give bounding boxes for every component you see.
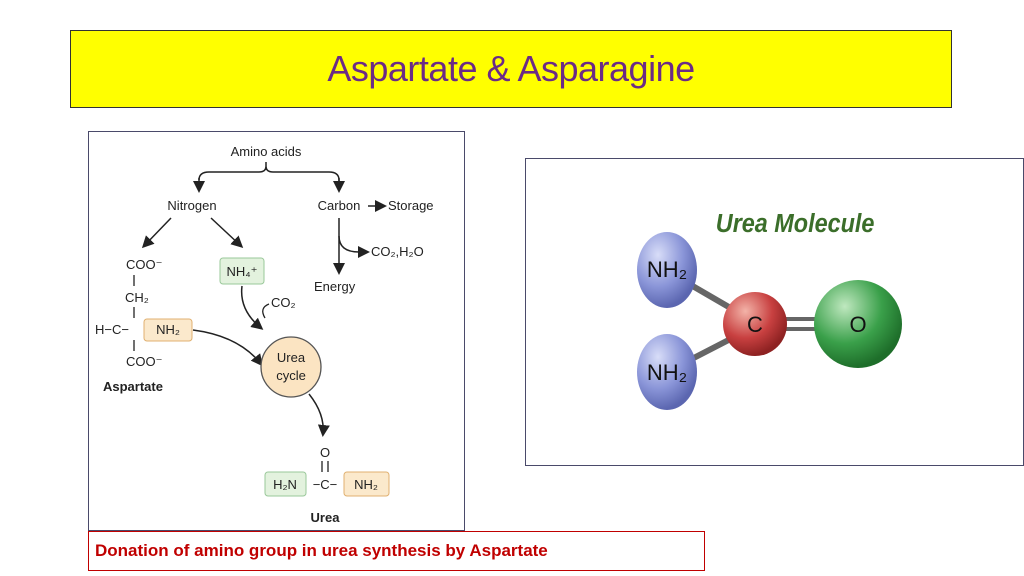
storage-label: Storage <box>388 198 434 213</box>
urea-label: Urea <box>311 510 341 525</box>
urea-molecule-diagram: Urea Molecule NH₂ NH₂ C O <box>637 210 902 410</box>
urea-o: O <box>320 445 330 460</box>
caption-box: Donation of amino group in urea synthesi… <box>88 531 705 571</box>
arrow-cycle-to-urea <box>308 393 330 437</box>
co2-h2o-label: CO₂,H₂O <box>371 244 424 259</box>
carbon-label: C <box>747 312 763 337</box>
arrow-to-aspartate <box>141 217 172 249</box>
arrow-ammonium-to-cycle <box>240 285 264 330</box>
aspartate-label: Aspartate <box>103 379 163 394</box>
split-brace <box>198 162 340 188</box>
oxygen-label: O <box>849 312 866 337</box>
aspartate-coo-bottom: COO⁻ <box>126 354 162 369</box>
carbon-atom <box>723 292 787 356</box>
aspartate-nh2: NH₂ <box>156 322 180 337</box>
aspartate-coo-top: COO⁻ <box>126 257 162 272</box>
carbon-label: Carbon <box>318 198 361 213</box>
aspartate-h-c: H−C− <box>95 322 129 337</box>
arrow-to-co2-h2o <box>338 235 370 258</box>
urea-c: −C− <box>313 477 338 492</box>
urea-cycle-circle <box>260 336 322 398</box>
nh2-top-label: NH₂ <box>647 257 687 282</box>
nh2-top-atom <box>637 232 697 308</box>
co2-curve <box>262 303 270 319</box>
amino-acids-label: Amino acids <box>231 144 302 159</box>
urea-h2n: H₂N <box>273 477 297 492</box>
title-banner: Aspartate & Asparagine <box>70 30 952 108</box>
urea-h2n-box <box>264 471 307 497</box>
caption-text: Donation of amino group in urea synthesi… <box>95 541 548 560</box>
ammonium-box <box>219 257 265 285</box>
ammonium-label: NH₄⁺ <box>227 264 258 279</box>
arrow-aspartate-to-cycle <box>192 329 263 367</box>
urea-nh2: NH₂ <box>354 477 378 492</box>
urea-molecule-panel: Urea Molecule NH₂ NH₂ C O <box>525 158 1024 466</box>
arrow-to-ammonium <box>210 217 244 249</box>
nh2-bottom-atom <box>637 334 697 410</box>
nh2-bottom-label: NH₂ <box>647 360 687 385</box>
urea-cycle-label-2: cycle <box>276 368 306 383</box>
co2-label: CO₂ <box>271 295 296 310</box>
aspartate-ch2: CH₂ <box>125 290 149 305</box>
oxygen-atom <box>814 280 902 368</box>
energy-label: Energy <box>314 279 356 294</box>
urea-molecule-title: Urea Molecule <box>716 210 875 238</box>
pathway-diagram: Amino acids Nitrogen Carbon Storage CO₂,… <box>95 144 434 525</box>
urea-nh2-box <box>343 471 390 497</box>
slide-title: Aspartate & Asparagine <box>327 48 695 89</box>
pathway-diagram-panel: Amino acids Nitrogen Carbon Storage CO₂,… <box>88 131 465 531</box>
aspartate-nh2-box <box>143 318 193 342</box>
urea-cycle-label-1: Urea <box>277 350 306 365</box>
nitrogen-label: Nitrogen <box>167 198 216 213</box>
